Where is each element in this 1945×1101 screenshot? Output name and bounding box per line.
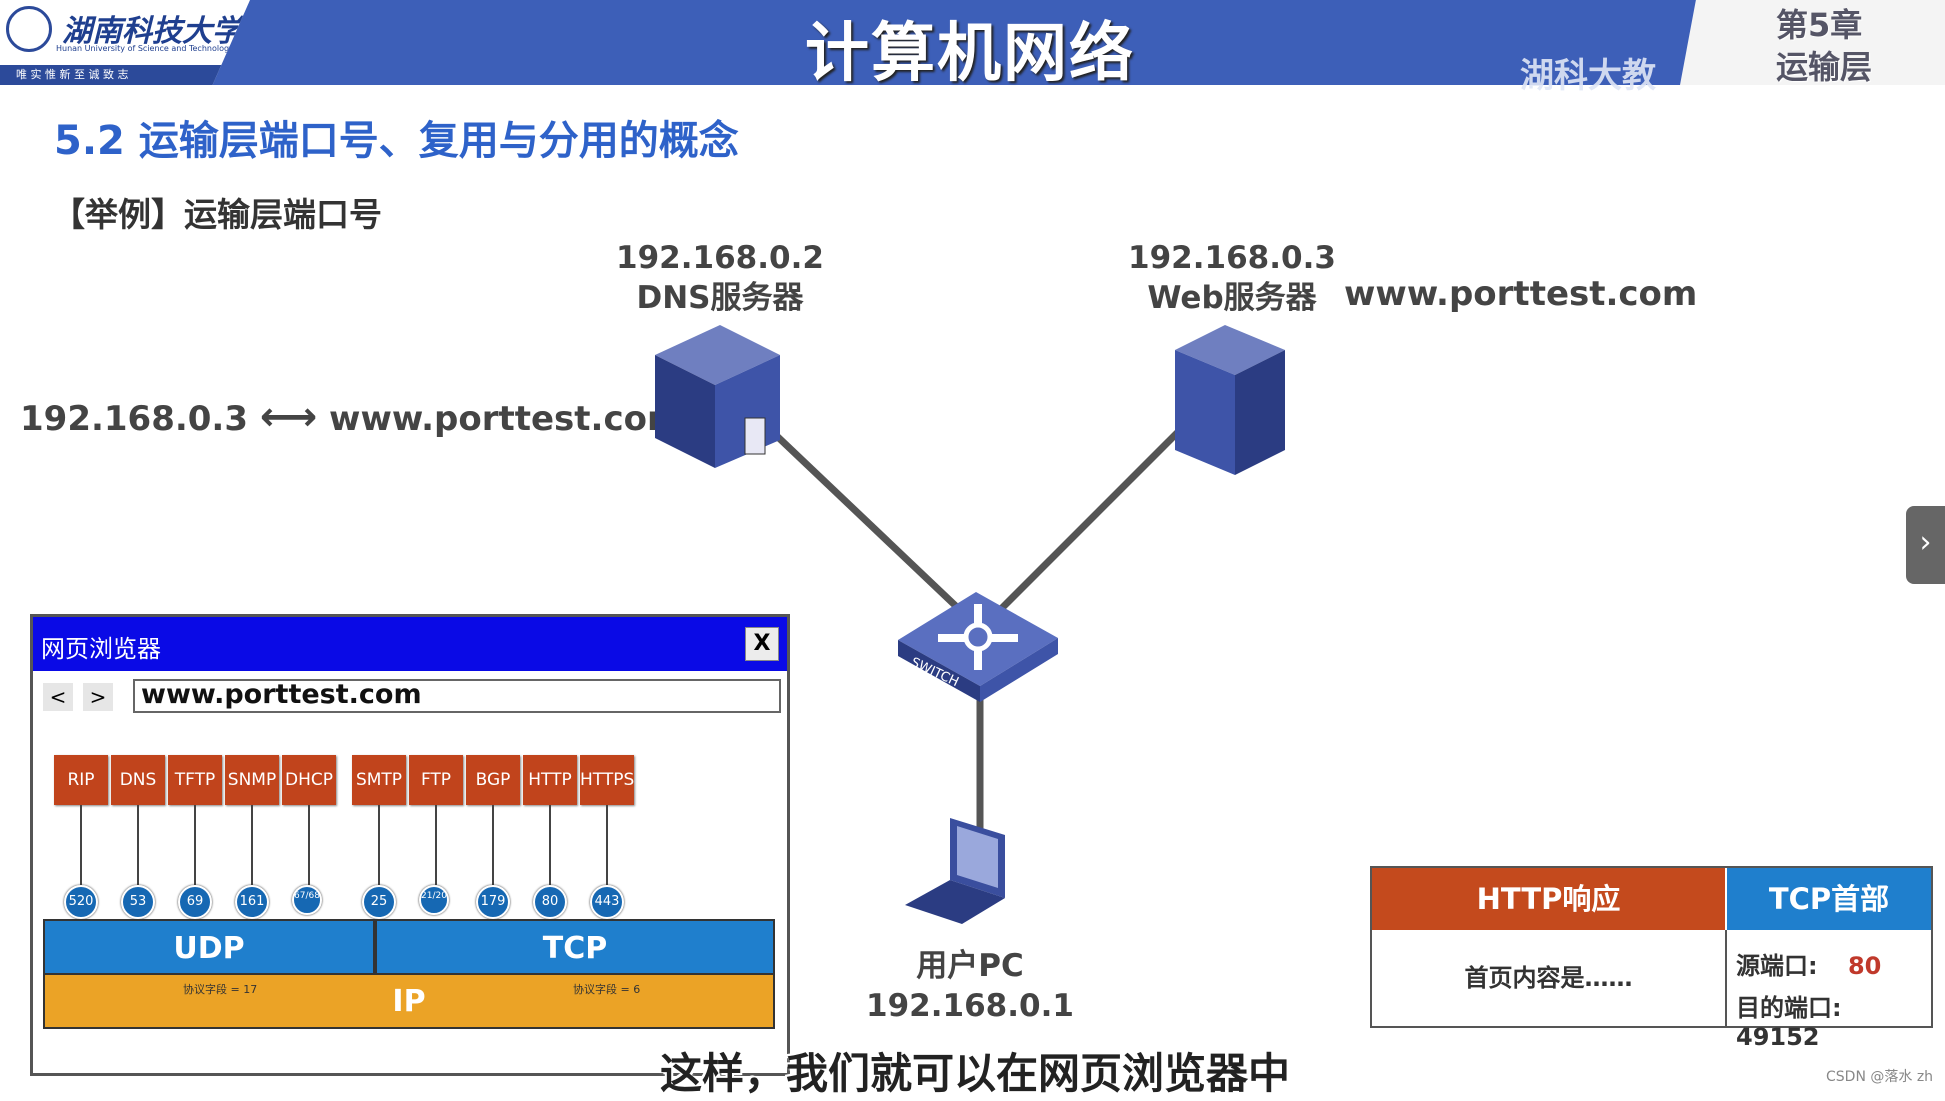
protocol-https: HTTPS: [580, 755, 634, 805]
protocol-arrow: [378, 805, 380, 885]
chapter-label: 第5章 运输层: [1776, 4, 1872, 88]
user-pc-name: 用户PC: [916, 948, 1024, 984]
port-smtp: 25: [362, 885, 396, 919]
dns-server-name: DNS服务器: [636, 280, 804, 316]
destination-port-label: 目的端口:: [1736, 994, 1842, 1022]
protocol-bgp: BGP: [466, 755, 520, 805]
browser-title: 网页浏览器: [41, 635, 161, 663]
university-name: 湖南科技大学: [62, 14, 242, 49]
tcp-label: TCP: [542, 931, 608, 966]
protocol-arrow: [137, 805, 139, 885]
protocol-http: HTTP: [523, 755, 577, 805]
web-server-name: Web服务器: [1147, 280, 1317, 316]
web-server-label: 192.168.0.3 Web服务器: [1112, 238, 1352, 318]
protocol-arrow: [549, 805, 551, 885]
udp-label: UDP: [173, 931, 245, 966]
protocol-arrow: [80, 805, 82, 885]
double-arrow-icon: ⟷: [259, 394, 318, 440]
protocol-smtp: SMTP: [352, 755, 406, 805]
source-port-value: 80: [1847, 952, 1882, 980]
switch-icon: SWITCH: [898, 592, 1058, 702]
dns-server-ip: 192.168.0.2: [616, 240, 824, 276]
destination-port-value: 49152: [1736, 1023, 1820, 1051]
http-response-header: HTTP响应: [1372, 868, 1725, 930]
protocol-dhcp: DHCP: [282, 755, 336, 805]
chapter-number: 第5章: [1776, 6, 1863, 44]
protocol-arrow: [492, 805, 494, 885]
web-server-icon: [1175, 325, 1285, 475]
protocol-rip: RIP: [54, 755, 108, 805]
protocol-arrow: [194, 805, 196, 885]
port-snmp: 161: [235, 885, 269, 919]
ip-label: IP: [392, 984, 426, 1019]
protocol-dns: DNS: [111, 755, 165, 805]
laptop-icon: [905, 818, 1005, 924]
port-http: 80: [533, 885, 567, 919]
udp-layer: UDP: [43, 919, 375, 975]
university-english-name: Hunan University of Science and Technolo…: [56, 44, 234, 53]
protocol-arrow: [308, 805, 310, 885]
port-dns: 53: [121, 885, 155, 919]
user-pc-ip: 192.168.0.1: [866, 988, 1074, 1024]
forward-button[interactable]: >: [83, 683, 113, 711]
dns-mapping: 192.168.0.3 ⟷ www.porttest.com: [20, 394, 682, 440]
university-logo-icon: [6, 6, 52, 52]
chapter-name: 运输层: [1776, 48, 1873, 86]
port-rip: 520: [64, 885, 98, 919]
destination-port-row: 目的端口: 49152: [1736, 988, 1931, 1051]
section-title: 5.2 运输层端口号、复用与分用的概念: [54, 118, 739, 164]
tcp-layer: TCP: [375, 919, 775, 975]
protocol-arrow: [251, 805, 253, 885]
http-body: 首页内容是……: [1372, 930, 1727, 1026]
user-pc-label: 用户PC 192.168.0.1: [850, 946, 1090, 1026]
course-title: 计算机网络: [805, 17, 1135, 91]
protocol-stack: RIP 520 DNS 53 TFTP 69 SNMP 161 DHCP 67/68 SMTP 25 F…: [33, 617, 787, 1047]
port-ftp: 21/20: [419, 885, 449, 915]
university-motto: 唯 实 惟 新 至 诚 致 志: [0, 65, 235, 85]
port-https: 443: [590, 885, 624, 919]
tcp-header-title: TCP首部: [1727, 868, 1931, 930]
dns-server-label: 192.168.0.2 DNS服务器: [600, 238, 840, 318]
logo-area: 湖南科技大学 Hunan University of Science and T…: [0, 0, 250, 85]
example-title: 【举例】运输层端口号: [52, 195, 382, 234]
next-slide-button[interactable]: ›: [1906, 506, 1945, 584]
udp-protocol-field: 协议字段 = 17: [183, 983, 258, 996]
port-bgp: 179: [476, 885, 510, 919]
chevron-right-icon: ›: [1919, 525, 1932, 560]
source-port-label: 源端口:: [1736, 952, 1818, 980]
back-button[interactable]: <: [43, 683, 73, 711]
close-button[interactable]: X: [745, 627, 779, 661]
ip-layer: IP: [43, 975, 775, 1029]
protocol-tftp: TFTP: [168, 755, 222, 805]
slide-header: [0, 0, 1945, 85]
csdn-watermark: CSDN @落水 zh: [1826, 1069, 1934, 1085]
watermark-text: 湖科大教: [1520, 56, 1656, 96]
browser-window: 网页浏览器 X < > www.porttest.com RIP 520 DNS 53…: [30, 614, 790, 1076]
dns-link: [757, 417, 963, 613]
mapping-domain: www.porttest.com: [329, 399, 683, 439]
protocol-ftp: FTP: [409, 755, 463, 805]
protocol-arrow: [435, 805, 437, 885]
protocol-snmp: SNMP: [225, 755, 279, 805]
protocol-arrow: [606, 805, 608, 885]
dns-server-icon: [655, 325, 780, 468]
address-bar[interactable]: www.porttest.com: [133, 679, 781, 713]
mapping-ip: 192.168.0.3: [20, 399, 249, 439]
browser-titlebar: 网页浏览器 X: [33, 617, 787, 671]
tcp-protocol-field: 协议字段 = 6: [573, 983, 641, 996]
port-dhcp: 67/68: [292, 885, 322, 915]
web-link: [997, 427, 1183, 613]
video-subtitle: 这样，我们就可以在网页浏览器中: [660, 1049, 1291, 1098]
chapter-panel: [1680, 0, 1945, 85]
packet-diagram: HTTP响应 TCP首部 首页内容是…… 源端口: 80 目的端口: 49152: [1370, 866, 1933, 1051]
port-tftp: 69: [178, 885, 212, 919]
web-server-ip: 192.168.0.3: [1128, 240, 1336, 276]
web-domain: www.porttest.com: [1344, 274, 1698, 314]
source-port-row: 源端口: 80: [1736, 946, 1881, 981]
